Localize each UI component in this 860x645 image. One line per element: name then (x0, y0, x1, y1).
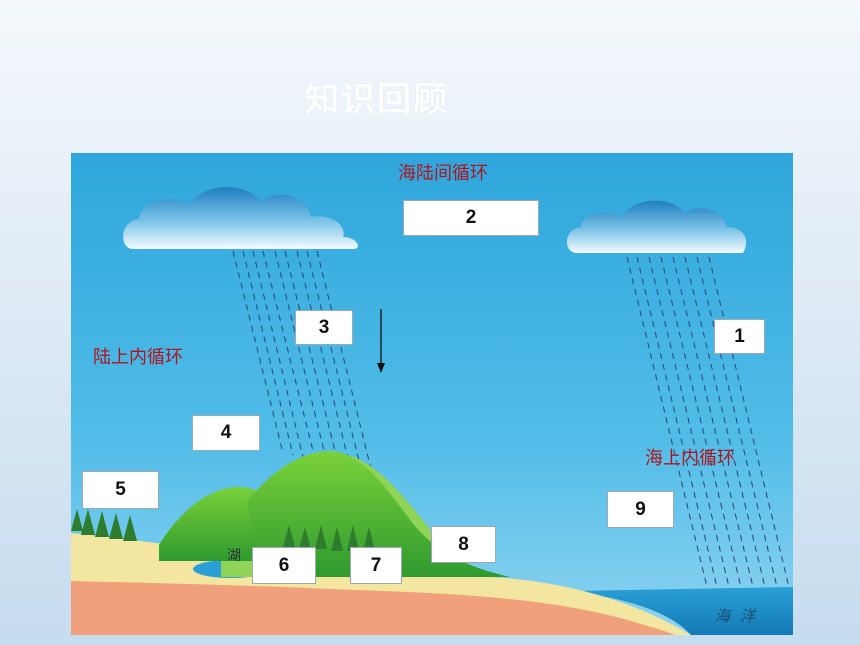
page-title: 知识回顾 (305, 81, 449, 119)
land-cycle-label: 陆上内循环 (93, 347, 183, 368)
answer-box-4[interactable]: 4 (192, 415, 260, 451)
rain-left (232, 250, 376, 486)
answer-box-7[interactable]: 7 (350, 547, 402, 584)
answer-box-3[interactable]: 3 (295, 310, 353, 345)
hill-front (247, 450, 511, 577)
cloud-right (566, 200, 747, 253)
sea-cycle-label: 海上内循环 (645, 448, 735, 469)
answer-box-5[interactable]: 5 (82, 471, 159, 509)
ocean (571, 587, 793, 635)
answer-box-2[interactable]: 2 (403, 200, 539, 236)
rain-right (626, 256, 790, 588)
ocean-label: 海洋 (715, 607, 766, 625)
trees-middle (283, 525, 375, 551)
cloud-left (123, 187, 358, 249)
answer-box-1[interactable]: 1 (714, 319, 765, 354)
trees-left (71, 509, 137, 541)
water-cycle-diagram: 海陆间循环 陆上内循环 海上内循环 湖 海洋 2 3 1 4 5 9 8 6 7 (71, 153, 793, 635)
soil-layer (71, 581, 675, 635)
answer-box-8[interactable]: 8 (431, 526, 496, 563)
lake-label: 湖 (227, 548, 241, 564)
answer-box-9[interactable]: 9 (607, 491, 674, 528)
answer-box-6[interactable]: 6 (252, 547, 316, 584)
sea-land-cycle-label: 海陆间循环 (398, 163, 488, 184)
down-arrow (377, 309, 385, 373)
